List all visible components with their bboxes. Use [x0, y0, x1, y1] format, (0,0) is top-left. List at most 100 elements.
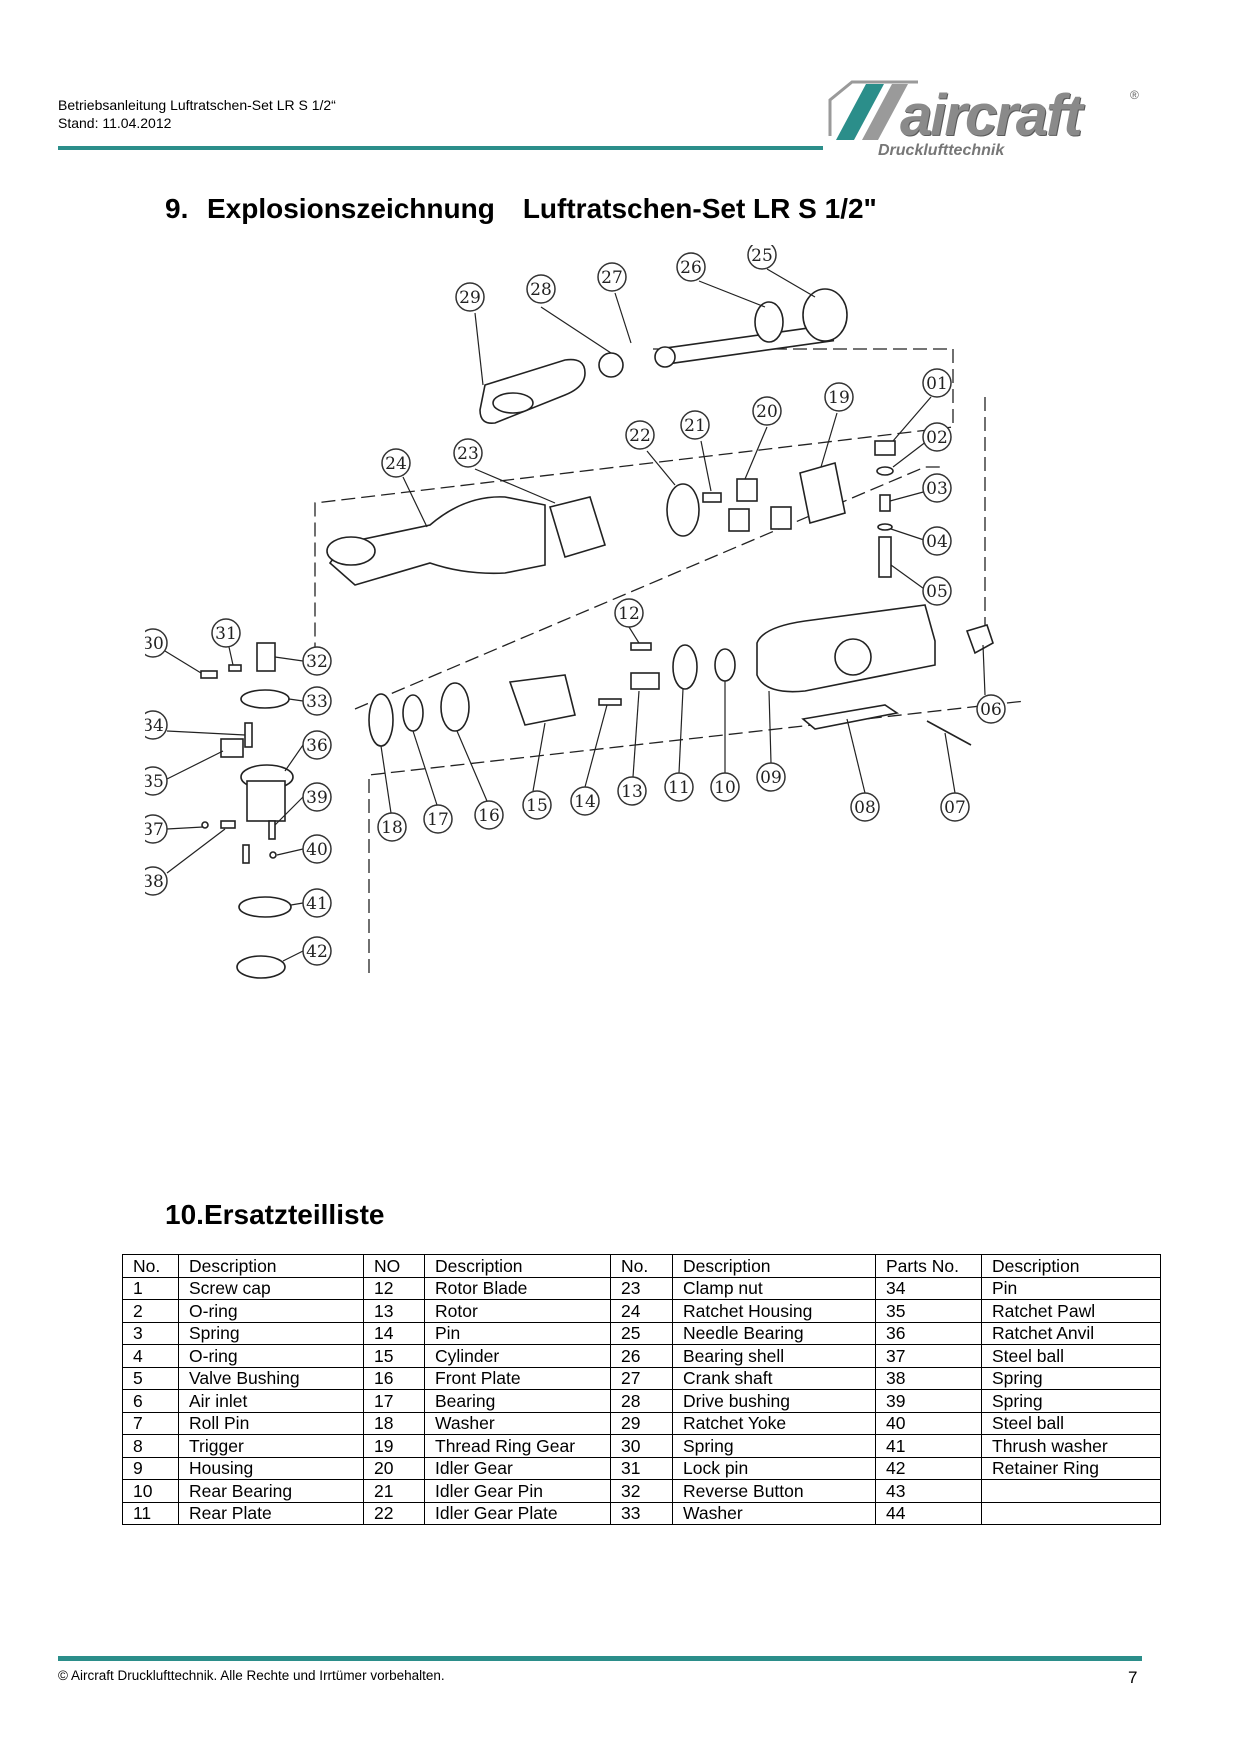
table-cell: 18	[363, 1411, 425, 1435]
table-cell: Idler Gear Plate	[424, 1501, 611, 1525]
needle-bearing	[802, 288, 848, 342]
table-cell: Reverse Button	[672, 1479, 876, 1503]
table-cell: Ratchet Yoke	[672, 1411, 876, 1435]
table-cell: Washer	[424, 1411, 611, 1435]
table-cell: 37	[875, 1344, 982, 1368]
svg-text:04: 04	[926, 532, 948, 552]
table-cell: 6	[122, 1389, 179, 1413]
table-cell: 2	[122, 1299, 179, 1323]
callout-19: 19	[824, 382, 854, 412]
svg-text:42: 42	[306, 942, 328, 962]
idler-gear-plate	[666, 483, 700, 537]
table-cell: 43	[875, 1479, 982, 1503]
table-cell: 44	[875, 1501, 982, 1525]
callout-13: 13	[617, 776, 647, 806]
o-ring-4	[877, 523, 893, 531]
callout-41: 41	[302, 888, 332, 918]
table-cell: Steel ball	[981, 1411, 1161, 1435]
roll-pin	[926, 720, 972, 746]
housing	[756, 604, 936, 693]
svg-text:36: 36	[306, 736, 328, 756]
callout-11: 11	[664, 772, 694, 802]
table-cell	[981, 1501, 1161, 1525]
spring-38	[220, 820, 236, 829]
table-cell: 35	[875, 1299, 982, 1323]
table-cell: Washer	[672, 1501, 876, 1525]
reverse-button	[256, 642, 276, 672]
callout-10: 10	[710, 772, 740, 802]
table-cell: 40	[875, 1411, 982, 1435]
section-9-subtitle: Luftratschen-Set LR S 1/2"	[522, 193, 877, 224]
rear-bearing	[714, 648, 736, 682]
callout-37: 37	[145, 814, 168, 844]
front-plate	[440, 682, 470, 732]
svg-text:13: 13	[621, 782, 643, 802]
table-cell: Ratchet Anvil	[981, 1321, 1161, 1345]
column-header: No.	[122, 1254, 179, 1278]
svg-text:05: 05	[926, 582, 948, 602]
bearing-shell	[754, 301, 784, 343]
registered-mark: ®	[1130, 88, 1139, 102]
valve-bushing	[878, 536, 892, 578]
callout-40: 40	[302, 834, 332, 864]
spare-parts-table: No. Description NO Description No. Descr…	[122, 1254, 1161, 1525]
table-cell: 24	[610, 1299, 673, 1323]
table-cell: Spring	[672, 1434, 876, 1458]
table-cell: 8	[122, 1434, 179, 1458]
thrust-washer	[238, 896, 292, 918]
callout-08: 08	[850, 792, 880, 822]
table-cell: Clamp nut	[672, 1276, 876, 1300]
table-cell: 41	[875, 1434, 982, 1458]
table-cell: 15	[363, 1344, 425, 1368]
callout-18: 18	[377, 812, 407, 842]
svg-text:01: 01	[926, 374, 948, 394]
table-cell: Ratchet Pawl	[981, 1299, 1161, 1323]
callout-17: 17	[423, 804, 453, 834]
manual-title: Betriebsanleitung Luftratschen-Set LR S …	[58, 97, 336, 113]
svg-text:11: 11	[668, 778, 690, 798]
table-cell: Thrush washer	[981, 1434, 1161, 1458]
crank-shaft	[654, 323, 835, 368]
table-cell: 16	[363, 1366, 425, 1390]
column-header: Description	[981, 1254, 1161, 1278]
callout-06: 06	[976, 694, 1006, 724]
table-cell: Lock pin	[672, 1456, 876, 1480]
table-cell: Needle Bearing	[672, 1321, 876, 1345]
svg-text:10: 10	[714, 778, 736, 798]
table-cell: 19	[363, 1434, 425, 1458]
table-cell: Valve Bushing	[178, 1366, 364, 1390]
callout-15: 15	[522, 790, 552, 820]
logo-wordmark: aircraft	[900, 83, 1083, 148]
table-cell: Cylinder	[424, 1344, 611, 1368]
svg-text:38: 38	[145, 872, 164, 892]
table-cell: 9	[122, 1456, 179, 1480]
table-cell: 14	[363, 1321, 425, 1345]
callout-21: 21	[680, 410, 710, 440]
table-cell: Rear Plate	[178, 1501, 364, 1525]
table-cell: 23	[610, 1276, 673, 1300]
callout-31: 31	[211, 618, 241, 648]
bearing-17	[402, 694, 424, 732]
callout-28: 28	[526, 274, 556, 304]
washer-33	[240, 689, 290, 709]
svg-text:30: 30	[145, 634, 164, 654]
ratchet-yoke	[479, 358, 586, 425]
svg-text:20: 20	[756, 402, 778, 422]
washer-18	[368, 693, 394, 747]
callout-23: 23	[453, 438, 483, 468]
table-cell: Trigger	[178, 1434, 364, 1458]
svg-text:25: 25	[751, 246, 773, 266]
steel-ball-40	[269, 851, 277, 859]
svg-text:07: 07	[944, 798, 966, 818]
callout-32: 32	[302, 646, 332, 676]
callout-12: 12	[614, 598, 644, 628]
table-cell: Screw cap	[178, 1276, 364, 1300]
table-cell: Pin	[424, 1321, 611, 1345]
callout-33: 33	[302, 686, 332, 716]
